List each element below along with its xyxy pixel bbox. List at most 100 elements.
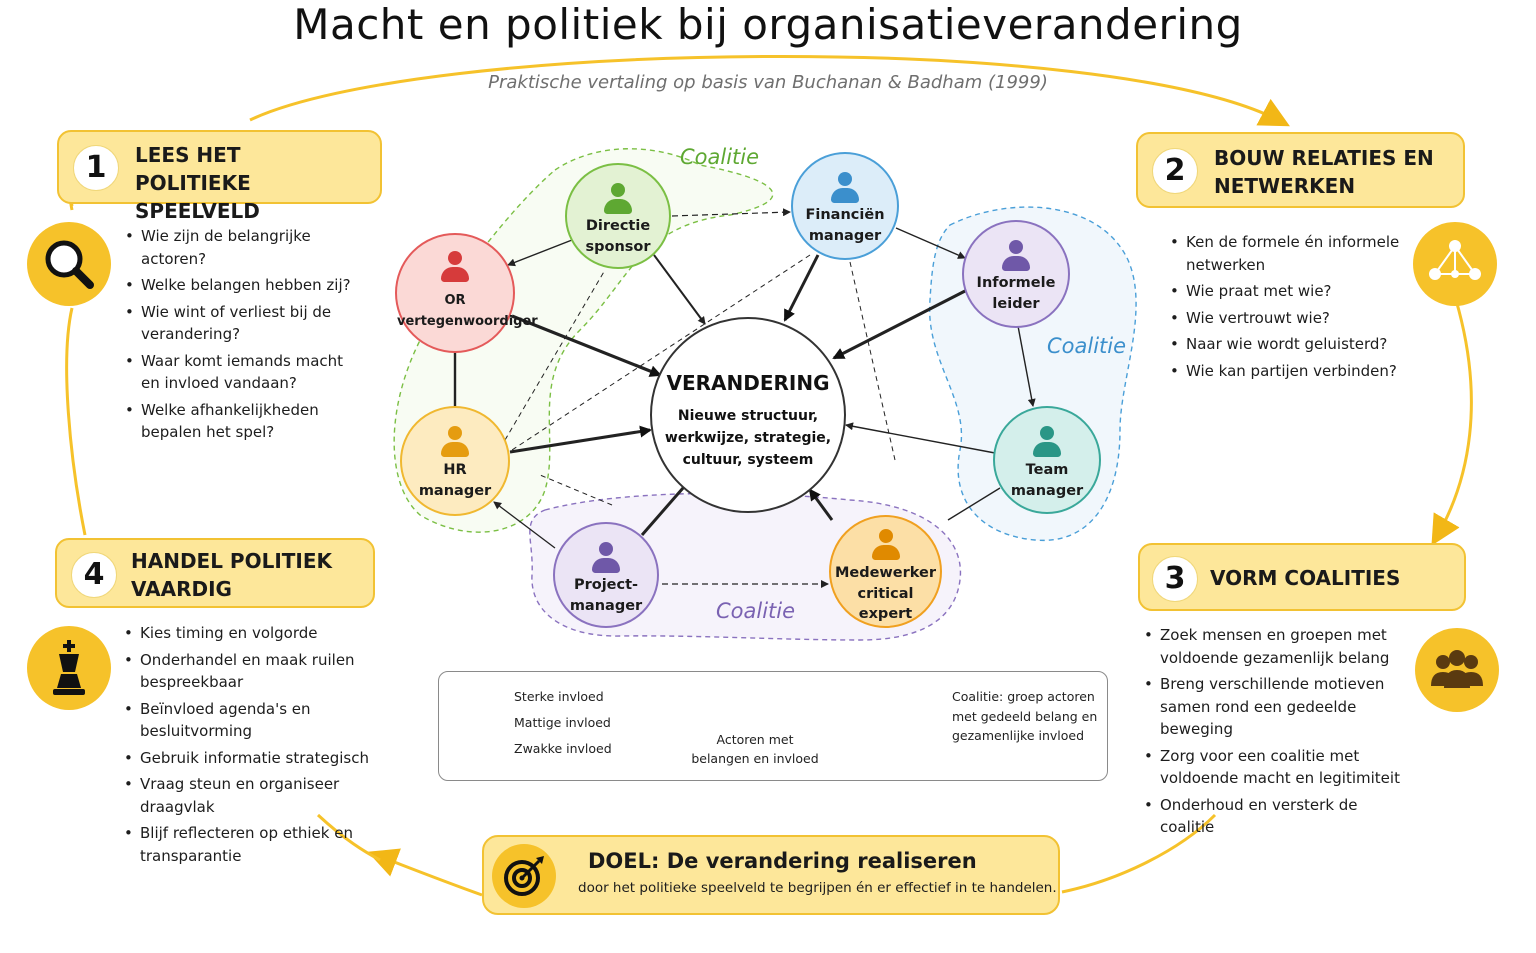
actor-node-medewerker: Medewerker critical expert [829, 515, 942, 628]
influence-lines [453, 208, 1036, 588]
target-icon [492, 844, 556, 908]
link-informeel-team [1017, 325, 1036, 407]
link-project-verandering [640, 479, 692, 536]
link-financien-verandering [783, 254, 820, 322]
actor-label: Project- [573, 577, 639, 593]
list-item: Onderhandel en maak ruilen bespreekbaar [124, 649, 399, 694]
list-item: Wie vertrouwt wie? [1170, 307, 1410, 330]
actor-label: HR [443, 462, 467, 478]
actor-node-financien: Financiën manager [791, 152, 899, 260]
coalition-label-blue: Coalitie [1047, 334, 1127, 358]
link-directie-or [507, 239, 573, 267]
page-subtitle: Praktische vertaling op basis van Buchan… [488, 72, 1048, 93]
actor-label: Informele [976, 275, 1056, 291]
step-4-title: HANDEL POLITIEK VAARDIG [131, 549, 333, 601]
actor-label: manager [808, 228, 882, 244]
list-item: Onderhoud en versterk de coalitie [1144, 794, 1414, 839]
link-informeel-verandering [832, 288, 968, 360]
actor-label: Directie [585, 218, 651, 234]
link-project-or [539, 474, 613, 506]
person-icon [1002, 240, 1030, 272]
list-item: Waar komt iemands macht en invloed vanda… [125, 350, 355, 395]
list-item: Naar wie wordt geluisterd? [1170, 333, 1410, 356]
person-icon [604, 183, 632, 215]
legend-strong-label: Sterke invloed [514, 689, 604, 704]
person-icon [441, 251, 469, 283]
step-2-number: 2 [1152, 148, 1198, 194]
list-item: Wie zijn de belangrijke actoren? [125, 225, 355, 270]
step-1-card: 1 LEES HET POLITIEKE SPEELVELD [57, 130, 382, 223]
step-1-title: LEES HET POLITIEKE SPEELVELD [135, 143, 260, 223]
step-3-list: Zoek mensen en groepen met voldoende gez… [1144, 624, 1414, 843]
chess-king-icon [27, 626, 111, 710]
cycle-arrow-right [1431, 299, 1473, 546]
actor-label: manager [569, 598, 643, 614]
link-or-verandering [511, 314, 662, 377]
coalition-label-purple: Coalitie [716, 599, 796, 623]
list-item: Zoek mensen en groepen met voldoende gez… [1144, 624, 1414, 669]
magnifier-icon [27, 222, 111, 306]
list-item: Wie praat met wie? [1170, 280, 1410, 303]
step-2-title: BOUW RELATIES EN NETWERKEN [1214, 146, 1434, 198]
list-item: Gebruik informatie strategisch [124, 747, 399, 770]
step-4-card: 4 HANDEL POLITIEK VAARDIG [55, 538, 375, 608]
person-icon [831, 172, 859, 204]
person-icon [871, 529, 900, 561]
list-item: Vraag steun en organiseer draagvlak [124, 773, 399, 818]
link-hr-directie [504, 269, 606, 441]
actor-node-team: Team manager [993, 406, 1101, 514]
link-directie-verandering [653, 254, 706, 325]
list-item: Kies timing en volgorde [124, 622, 399, 645]
link-team-medewerker [947, 487, 1001, 521]
list-item: Blijf reflecteren op ethiek en transpara… [124, 822, 399, 867]
step-4-number: 4 [71, 552, 117, 598]
group-icon [1415, 628, 1499, 712]
actor-node-directie: Directie sponsor [565, 163, 671, 269]
list-item: Welke belangen hebben zij? [125, 274, 355, 297]
cycle-arrow-top [249, 54, 1290, 127]
step-3-title: VORM COALITIES [1210, 566, 1401, 590]
step-2-list: Ken de formele én informele netwerken Wi… [1170, 231, 1410, 386]
actor-label: leider [992, 296, 1040, 312]
cycle-arrow-left [65, 307, 87, 536]
actor-label: Team [1025, 462, 1069, 478]
person-icon [592, 542, 620, 574]
list-item: Welke afhankelijkheden bepalen het spel? [125, 399, 355, 444]
center-description: Nieuwe structuur, werkwijze, strategie, … [664, 408, 832, 468]
change-center-node: VERANDERING Nieuwe structuur, werkwijze,… [650, 317, 846, 513]
list-item: Beïnvloed agenda's en besluitvorming [124, 698, 399, 743]
actor-label: Medewerker [834, 565, 937, 581]
actor-label: vertegenwoordiger [397, 314, 538, 329]
actor-label: sponsor [585, 239, 651, 255]
list-item: Zorg voor een coalitie met voldoende mac… [1144, 745, 1414, 790]
link-team-verandering [845, 422, 996, 454]
actor-label: OR [444, 293, 466, 308]
actor-node-informeel: Informele leider [962, 220, 1070, 328]
coalition-label-green: Coalitie [680, 145, 760, 169]
list-item: Wie wint of verliest bij de verandering? [125, 301, 355, 346]
list-item: Wie kan partijen verbinden? [1170, 360, 1410, 383]
step-1-number: 1 [73, 145, 119, 191]
actor-label: Financiën [805, 207, 885, 223]
step-3-number: 3 [1152, 556, 1198, 602]
legend-weak-label: Zwakke invloed [514, 741, 612, 756]
step-3-card: 3 VORM COALITIES [1138, 543, 1466, 611]
actor-node-project: Project-manager [553, 522, 659, 628]
page-title: Macht en politiek bij organisatieverande… [293, 0, 1243, 49]
actor-label: critical [857, 585, 914, 602]
goal-banner: DOEL: De verandering realiseren door het… [482, 835, 1060, 915]
goal-title: DOEL: De verandering realiseren [588, 849, 977, 873]
link-hr-verandering [509, 425, 652, 454]
step-4-list: Kies timing en volgorde Onderhandel en m… [124, 622, 399, 871]
legend-moderate-label: Mattige invloed [514, 715, 611, 730]
actor-label: manager [1010, 483, 1084, 499]
list-item: Breng verschillende motieven samen rond … [1144, 673, 1414, 741]
person-icon [441, 426, 469, 458]
center-title: VERANDERING [666, 371, 830, 395]
step-1-list: Wie zijn de belangrijke actoren? Welke b… [125, 225, 355, 448]
actor-label: expert [858, 606, 913, 622]
legend: Sterke invloed Mattige invloed Zwakke in… [438, 671, 1108, 781]
